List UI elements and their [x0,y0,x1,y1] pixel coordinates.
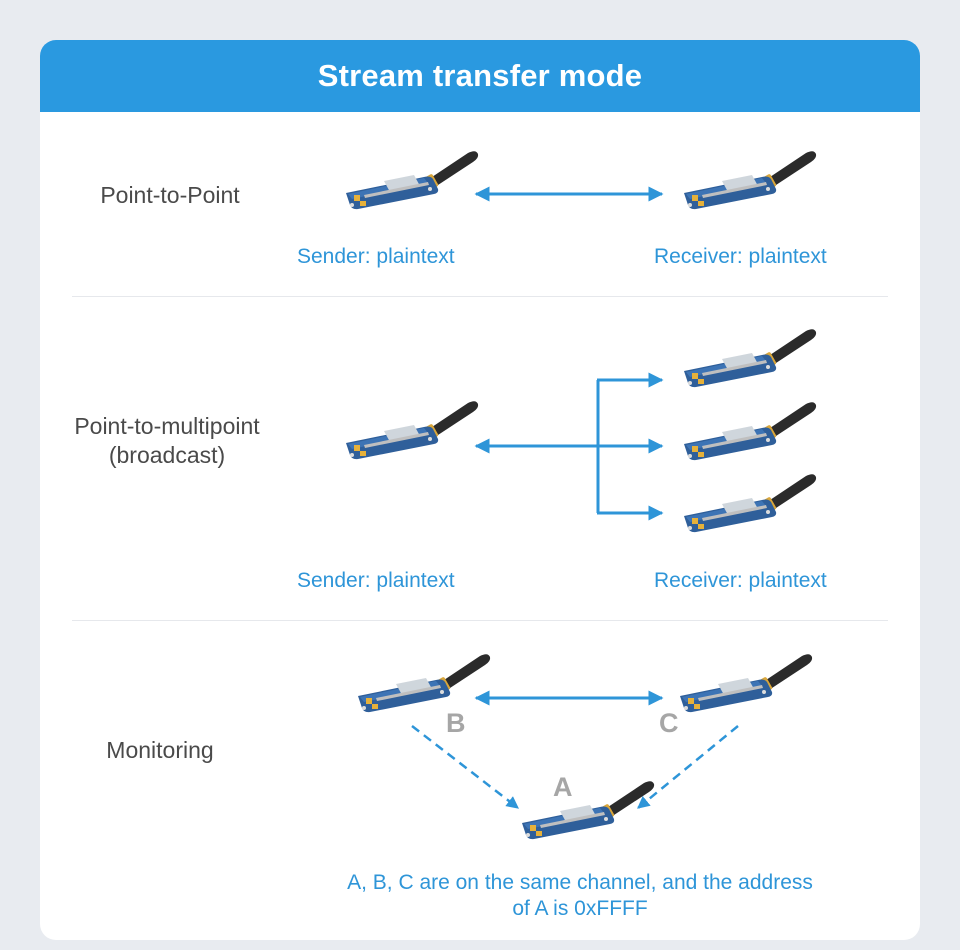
section-divider [72,296,888,297]
dashed-arrow-icon [637,725,739,809]
node-label-a: A [553,772,573,802]
node-label-b: B [446,708,466,738]
section-label-monitoring: Monitoring [106,737,214,763]
note-line1: A, B, C are on the same channel, and the… [347,871,813,894]
section-label-line1: Point-to-multipoint [74,413,260,439]
monitoring-note: A, B, C are on the same channel, and the… [310,870,850,922]
section-divider [72,620,888,621]
arrows-layer [411,186,739,809]
section-label-line2: (broadcast) [108,442,226,468]
diagram-card: Stream transfer mode Point-to-Point Send… [40,40,920,940]
sender-caption: Sender: plaintext [297,245,455,268]
node-label-c: C [659,708,679,738]
page-title: Stream transfer mode [317,58,643,93]
section-label-point-to-multipoint: Point-to-multipoint (broadcast) [40,412,294,470]
header-bar: Stream transfer mode [40,40,920,112]
receiver-caption: Receiver: plaintext [654,245,827,268]
sender-caption: Sender: plaintext [297,569,455,592]
dashed-arrow-icon [411,725,519,809]
note-line2: of A is 0xFFFF [512,897,648,920]
section-label-point-to-point: Point-to-Point [100,182,240,208]
receiver-caption: Receiver: plaintext [654,569,827,592]
